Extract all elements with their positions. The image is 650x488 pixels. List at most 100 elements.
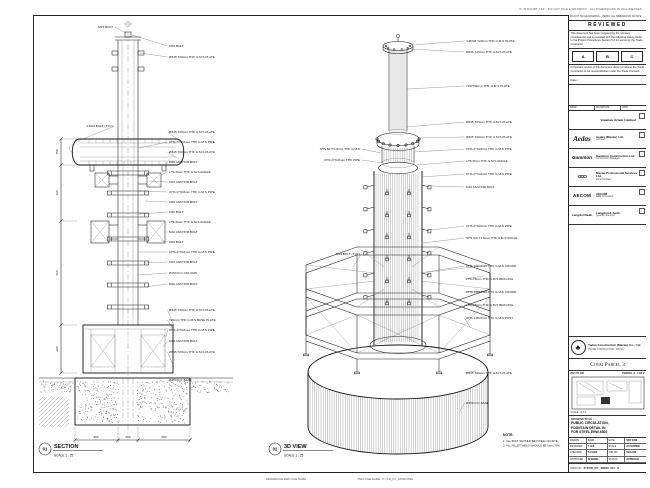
contractor-sub: TRADE CONTRACTOR · MACAU — [588, 348, 625, 352]
project-name: Cotai Parcel 3 — [569, 359, 646, 372]
annotation-label: CHS 273×8mm THK G.M.S PIPE — [466, 147, 512, 151]
annotation-label: M16 ANCHOR BOLT — [169, 160, 198, 164]
leader-line — [459, 402, 465, 412]
leader-line — [464, 370, 477, 374]
leader-line — [421, 173, 465, 178]
key-plan-map — [571, 376, 644, 410]
annotation-label: M16 BOLT — [169, 44, 184, 48]
dwg-number-row: DWG NO. P-TCR_PC_46590 REV A — [569, 464, 646, 472]
outer-bottom-strip: REFERENCE DWG FILE NAME : DWG FILE NAME … — [33, 477, 646, 481]
outer-top-note: IF IN DOUBT ASK · DO NOT SCALE DRAWING ·… — [519, 7, 642, 11]
key-plan-scale: SCALE : N.T.S — [570, 411, 587, 415]
annotation-label: L75×8mm THK G.M.S ANGLE — [169, 220, 211, 224]
section-view-drawing: 450 250 450 150 330 620 290 M16 BOLTØ345… — [38, 21, 233, 458]
annotation-label: M16 BOLT (TYP.) — [336, 252, 360, 256]
consultant-logo: LangdonSeah — [571, 212, 593, 217]
title-block-top-note: DO NOT SCALE DRAWING · VERIFY ALL DIMENS… — [569, 15, 646, 21]
sig-cell-date: DATE — [622, 106, 628, 109]
iso-generated-detail: 4-Ø345 T20mm THK G.M.S PLATE Ø345 T20mm T… — [303, 39, 518, 454]
consultant-name: Aedas (Macau) Ltd. — [596, 134, 624, 139]
field-value: VEN-326 — [625, 450, 646, 457]
leader-line — [167, 319, 174, 330]
revision-box — [639, 132, 645, 139]
leader-line — [138, 141, 168, 149]
annotation-label: L75×8mm THK G.M.S ANGLE — [169, 170, 211, 174]
view-title: SECTION — [54, 444, 78, 450]
leader-line — [164, 161, 168, 168]
revision-box — [639, 189, 645, 196]
dim-label: 450 — [93, 435, 98, 439]
annotation-label: CHS 139×6mm THK G.M.S POST — [466, 316, 513, 320]
consultant-row: OOO Macau Professional Services Ltd.Local… — [569, 168, 646, 187]
iso-view-drawing: 4-Ø345 T20mm THK G.M.S PLATE Ø345 T20mm T… — [268, 34, 561, 458]
annotation-label: T20/T32mm THK G.M.S PLATE — [466, 84, 510, 88]
iso-geometry — [307, 34, 489, 455]
dim-label: 150 — [55, 149, 59, 154]
consultant-role: Construction Manager — [596, 157, 620, 161]
annotation-label: M16 BOLT — [98, 25, 113, 29]
leader-line — [405, 121, 465, 128]
annotation-label: Ø345 T20mm THK G.M.S PLATE — [169, 130, 215, 134]
dim-label: 620 — [55, 270, 59, 275]
leader-line — [361, 159, 384, 164]
dim-label: 450 — [161, 435, 166, 439]
contractor-block: ♣ Yadea Construction (Macau) Co., Ltd. T… — [569, 337, 646, 360]
consultant-role: Local Architect — [596, 178, 612, 182]
reference-file-label: REFERENCE DWG FILE NAME : — [265, 477, 308, 481]
field-label: DRAWN — [569, 437, 587, 444]
annotation-label: L75×8mm THK G.M.S ANGLE — [466, 159, 508, 163]
annotation-label: CHS 139×6mm THK G.M.S CHORD — [466, 264, 517, 268]
drawing-title-block: DRAWING TITLE : PUBLIC CIRCULATION, FOUN… — [569, 416, 646, 438]
consultant-text: Aedas (Macau) Ltd.Architect — [594, 134, 640, 142]
note-title: NOTE: — [503, 433, 514, 437]
key-plan: KEY PLAN PARCEL 3 - LOT 2 SCALE : N.T.S — [569, 371, 646, 417]
annotation-label: 4-Ø345 T20mm THK G.M.S PLATE — [466, 39, 515, 43]
annotation-label: CHS 273×8mm THK G.M.S PIPE — [466, 224, 512, 228]
drawing-title-line: FOUNTAIN DETAIL IN — [571, 425, 606, 430]
view-scale: SCALE 1 : 25 — [284, 454, 304, 458]
leader-line — [410, 48, 465, 53]
annotation-label: Ø350 R.C BASE — [466, 401, 489, 405]
leader-line — [77, 125, 115, 142]
field-label: SCALE — [607, 443, 626, 451]
title-block-spacer — [569, 225, 646, 338]
annotation-label: Ø345 T20mm THK G.M.S PLATE — [169, 55, 215, 59]
leader-line — [167, 351, 175, 368]
leader-line — [160, 240, 168, 243]
consultant-logo: OOO — [577, 174, 587, 180]
note-line: 2. ALL FILLET WELD SHOULD BE 6mm THK. — [503, 444, 561, 448]
leader-line — [412, 40, 465, 46]
reviewed-stamp-title: REVIEWED — [569, 21, 646, 31]
view-scale: SCALE 1 : 25 — [54, 454, 74, 458]
key-plan-label: KEY PLAN — [570, 372, 584, 376]
field-label: DATE — [607, 437, 626, 444]
annotation-label: CHS 139×6mm THK G.M.S CHORD — [466, 290, 517, 294]
annotation-label: CHS 273×8mm THK G.M.S PIPE — [169, 140, 215, 144]
leader-line — [144, 200, 168, 203]
revision-box — [639, 170, 645, 177]
consultant-text: Macau Professional Services Ltd.Local Ar… — [594, 171, 640, 182]
annotation-label: M16 BOLT — [169, 240, 184, 244]
annotation-label: 4-M16 BOLT (TYP.) — [86, 124, 113, 128]
dwg-file-name: DWG FILE NAME : P-TCR_PC_46590.DWG — [357, 477, 414, 481]
reviewed-stamp-footnote: Consultant review of this document does … — [569, 65, 646, 76]
consultant-name: Gammon Construction Ltd. — [596, 153, 635, 158]
leader-line — [406, 85, 465, 90]
leader-line — [430, 225, 465, 231]
annotation-label: Ø345 T20mm THK G.M.S PLATE — [466, 120, 512, 124]
leader-line — [137, 272, 168, 276]
leader-line — [114, 26, 127, 34]
field-value: APPROVAL — [625, 457, 646, 463]
annotation-label: Ø345 T20mm THK G.M.S PLATE — [169, 150, 215, 154]
reviewed-option-a: A — [572, 50, 595, 62]
annotation-label: M16 ANCHOR BOLT — [169, 282, 198, 286]
rev-value: A — [617, 466, 620, 470]
view-tag: 02 — [273, 447, 278, 452]
leader-line — [418, 136, 465, 139]
